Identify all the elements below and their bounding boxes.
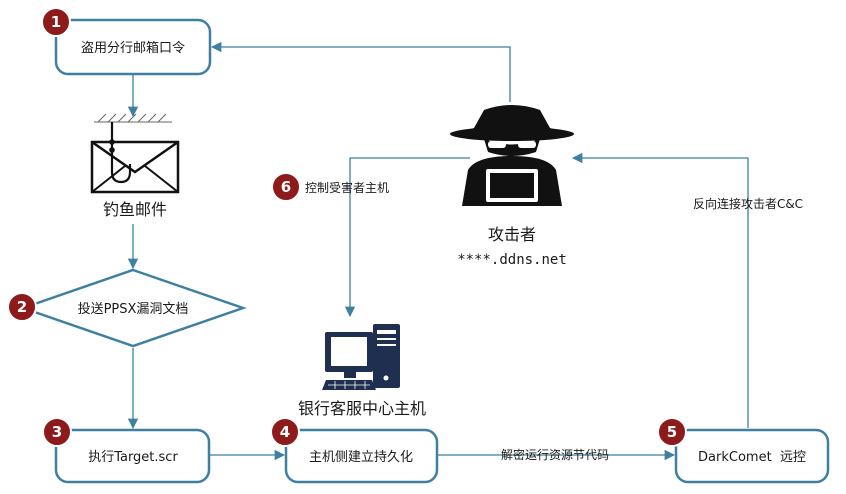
- darkcomet-label: DarkComet 远控: [698, 450, 806, 465]
- edge-attacker-to-host: [344, 157, 470, 318]
- edge-attacker-to-steal: [210, 41, 511, 102]
- phishing-email-label: 钓鱼邮件: [103, 200, 167, 219]
- control-host-label: 控制受害者主机: [305, 180, 389, 195]
- decrypt-run-label: 解密运行资源节代码: [501, 447, 609, 462]
- svg-text:5: 5: [667, 423, 677, 441]
- execute-target-box: [54, 428, 211, 484]
- deliver-ppsx-diamond: [19, 268, 247, 348]
- steal-password-box: [54, 18, 212, 76]
- persistence-label: 主机侧建立持久化: [309, 450, 413, 465]
- bank-host-label: 银行客服中心主机: [298, 399, 426, 418]
- badge-4: 4: [270, 417, 300, 447]
- persistence-box: [284, 428, 439, 484]
- badge-5: 5: [657, 417, 687, 447]
- attacker-label: 攻击者: [488, 225, 536, 244]
- hacker-icon: [450, 105, 574, 206]
- svg-text:6: 6: [281, 178, 291, 196]
- badge-1: 1: [41, 7, 71, 37]
- badge-2: 2: [7, 292, 37, 322]
- svg-text:1: 1: [51, 13, 61, 31]
- execute-target-label: 执行Target.scr: [88, 450, 178, 465]
- badge-6: 6: [271, 172, 301, 202]
- edge-darkcomet-to-attacker: [571, 152, 749, 428]
- svg-text:2: 2: [17, 298, 27, 316]
- attacker-domain: ****.ddns.net: [457, 252, 567, 268]
- darkcomet-box: [674, 428, 830, 484]
- reverse-connect-label: 反向连接攻击者C&C: [693, 196, 803, 211]
- svg-text:3: 3: [52, 423, 62, 441]
- fishhook-email-icon: [90, 113, 180, 194]
- deliver-ppsx-label: 投送PPSX漏洞文档: [78, 301, 189, 317]
- svg-text:4: 4: [280, 423, 290, 441]
- computer-icon: [322, 324, 400, 390]
- steal-password-label: 盗用分行邮箱口令: [81, 40, 185, 56]
- badge-3: 3: [42, 417, 72, 447]
